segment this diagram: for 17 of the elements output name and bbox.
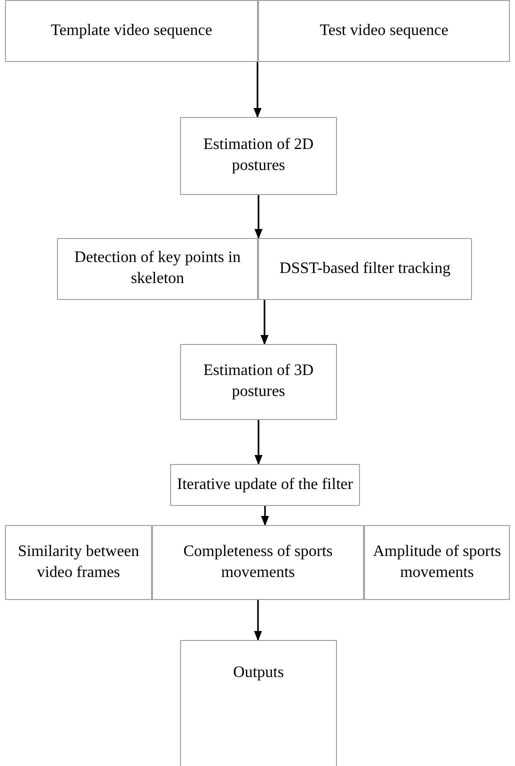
arrow [254,420,262,465]
process-box: Template video sequence [5,0,258,62]
process-box: Estimation of 3D postures [180,344,337,420]
process-box: Similarity between video frames [5,525,152,600]
arrow [260,300,268,345]
arrow [254,62,262,118]
process-box: Test video sequence [258,0,510,62]
process-box: Amplitude of sports movements [364,525,510,600]
process-box: Outputs [180,640,337,766]
arrow [261,506,269,526]
arrow [254,600,262,641]
process-box: Completeness of sports movements [152,525,364,600]
process-box: DSST-based filter tracking [258,238,472,300]
process-box: Iterative update of the filter [170,464,360,506]
process-box: Detection of key points in skeleton [57,238,258,300]
process-box: Estimation of 2D postures [180,117,337,195]
arrow [254,195,262,239]
